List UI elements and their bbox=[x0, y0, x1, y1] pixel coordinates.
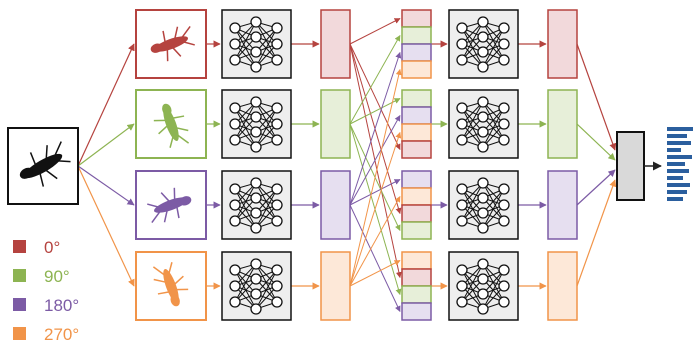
shuffled-segment bbox=[401, 204, 432, 223]
branch-row-0 bbox=[135, 9, 578, 79]
output-bar bbox=[667, 169, 689, 173]
insect-silhouette-icon bbox=[150, 25, 195, 62]
feature-map-180 bbox=[320, 170, 351, 240]
branch-row-180 bbox=[135, 170, 578, 240]
legend-label-270: 270° bbox=[44, 325, 79, 344]
shuffled-segment bbox=[401, 89, 432, 108]
shuffled-segment bbox=[401, 302, 432, 321]
shuffled-segment bbox=[401, 43, 432, 62]
neural-network-icon bbox=[221, 251, 292, 321]
neural-network-icon bbox=[221, 170, 292, 240]
shuffled-segment bbox=[401, 251, 432, 270]
insect-silhouette-icon bbox=[152, 262, 189, 307]
output-bar bbox=[667, 127, 693, 131]
legend-swatch-90 bbox=[13, 269, 26, 282]
feature-map-0 bbox=[320, 9, 351, 79]
output-feature-180 bbox=[547, 170, 578, 240]
output-bar bbox=[667, 197, 683, 201]
branch-row-90 bbox=[135, 89, 578, 159]
shuffled-segment bbox=[401, 123, 432, 142]
legend-label-180: 180° bbox=[44, 296, 79, 315]
output-feature-90 bbox=[547, 89, 578, 159]
fusion-box bbox=[616, 131, 645, 201]
feature-map-270 bbox=[320, 251, 351, 321]
output-bar bbox=[667, 183, 690, 187]
insect-silhouette-icon bbox=[147, 187, 192, 224]
neural-network-icon bbox=[221, 9, 292, 79]
output-bar bbox=[667, 141, 691, 145]
output-bar bbox=[667, 155, 692, 159]
output-bar bbox=[667, 190, 687, 194]
shuffled-segment bbox=[401, 170, 432, 189]
legend: 0° 90° 180° 270° bbox=[13, 238, 79, 344]
output-bar bbox=[667, 134, 687, 138]
output-bar bbox=[667, 162, 685, 166]
neural-network-icon bbox=[221, 89, 292, 159]
neural-network-icon bbox=[448, 170, 519, 240]
bar-histogram-icon bbox=[667, 127, 693, 201]
legend-swatch-180 bbox=[13, 298, 26, 311]
output-feature-0 bbox=[547, 9, 578, 79]
shuffled-segment bbox=[401, 140, 432, 159]
insect-silhouette-icon bbox=[153, 103, 190, 148]
shuffled-segment bbox=[401, 285, 432, 304]
shuffled-segment bbox=[401, 60, 432, 79]
insect-silhouette-icon bbox=[19, 141, 71, 187]
feature-map-90 bbox=[320, 89, 351, 159]
shuffled-segment bbox=[401, 26, 432, 45]
legend-label-0: 0° bbox=[44, 238, 60, 257]
neural-network-icon bbox=[448, 9, 519, 79]
shuffled-segment bbox=[401, 268, 432, 287]
legend-swatch-0 bbox=[13, 240, 26, 253]
input-image bbox=[7, 127, 79, 205]
shuffled-segment bbox=[401, 106, 432, 125]
output-bar bbox=[667, 176, 683, 180]
shuffled-segment bbox=[401, 187, 432, 206]
shuffled-segment bbox=[401, 221, 432, 240]
neural-network-icon bbox=[448, 89, 519, 159]
legend-swatch-270 bbox=[13, 327, 26, 340]
legend-label-90: 90° bbox=[44, 267, 70, 286]
output-bar bbox=[667, 148, 681, 152]
neural-network-icon bbox=[448, 251, 519, 321]
branch-row-270 bbox=[135, 251, 578, 321]
output-feature-270 bbox=[547, 251, 578, 321]
shuffled-segment bbox=[401, 9, 432, 28]
connection-arrows bbox=[77, 18, 617, 313]
